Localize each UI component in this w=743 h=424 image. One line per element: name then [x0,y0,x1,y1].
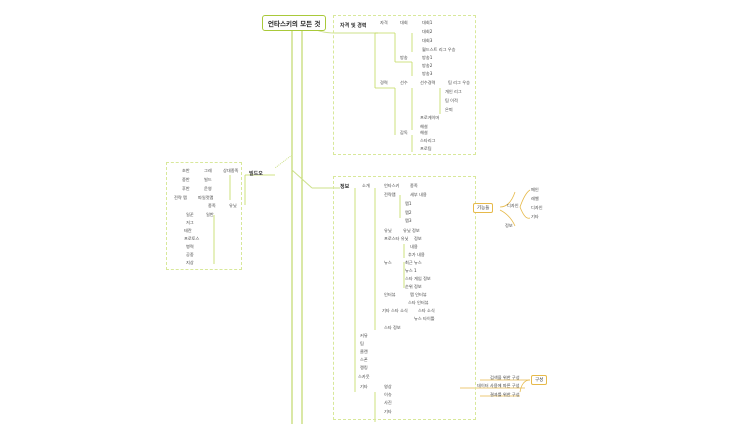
structure-topic[interactable]: 구성 [531,375,548,385]
info-intro[interactable]: 소개 [362,183,370,188]
history-contest-3[interactable]: 대회3 [422,38,433,43]
history-career-item-4[interactable]: 은퇴 [445,107,453,112]
features-info[interactable]: 정보 [505,223,513,228]
info-intro-6a[interactable]: 맵 인터뷰 [410,292,427,297]
build-pair-1b[interactable]: 그레 [204,168,212,173]
build-topic[interactable]: 빌드오 [249,171,263,177]
build-unit-item-4[interactable]: 테란 [184,228,192,233]
info-intro-2b[interactable]: 맵1 [405,201,412,206]
build-unit-race[interactable]: 종족 [208,203,216,208]
features-design[interactable]: 디자인 [507,203,519,208]
info-intro-5c[interactable]: 스타 게임 정보 [405,276,431,281]
history-coach[interactable]: 감독 [400,130,408,135]
history-coach-item-1[interactable]: 해설 [420,130,428,135]
history-qualification[interactable]: 자격 [380,20,388,25]
info-team[interactable]: 팀 [360,341,364,346]
info-intro-5a[interactable]: 최근 뉴스 [405,260,422,265]
info-intro-5[interactable]: 뉴스 [384,260,392,265]
build-boundary [166,162,242,270]
features-topic[interactable]: 기능들 [473,203,494,213]
info-intro-7b[interactable]: 뉴스 타이틀 [414,316,435,321]
build-unit-item-3[interactable]: 저그 [186,220,194,225]
history-coach-item-3[interactable]: 프로팀 [420,146,432,151]
build-pair-4b[interactable]: 파일럿맵 [198,195,214,200]
build-unit-item-6[interactable]: 병력 [186,244,194,249]
info-intro-2[interactable]: 전략맵 [384,192,396,197]
build-unit-item-5[interactable]: 프로토스 [184,236,200,241]
build-pair-3b[interactable]: 운영 [204,186,212,191]
info-intro-5d[interactable]: 순위 정보 [405,284,422,289]
info-intro-4[interactable]: 프로스타 유닛 [384,236,409,241]
build-unit-item-1[interactable]: 일꾼 [186,212,194,217]
info-etc-3[interactable]: 사진 [384,400,392,405]
history-broadcast-2[interactable]: 방송2 [422,63,433,68]
info-boundary [333,176,476,420]
history-player-career[interactable]: 선수경력 [420,80,436,85]
build-unit-item-8[interactable]: 지상 [186,260,194,265]
info-intro-2d[interactable]: 맵3 [405,218,412,223]
build-pair-1a[interactable]: 초반 [182,168,190,173]
info-ranking[interactable]: 랭킹 [360,365,368,370]
info-intro-1[interactable]: 언타스키 [384,183,400,188]
structure-item-2[interactable]: 데이터 사용에 따른 구성 [477,383,520,388]
info-intro-7a[interactable]: 스타 소식 [418,308,435,313]
info-community[interactable]: 커뮤 [360,333,368,338]
features-design-4[interactable]: 기타 [531,214,539,219]
info-intro-5b[interactable]: 뉴스 1 [405,268,417,273]
info-intro-7[interactable]: 기타 스타 소식 [382,308,408,313]
info-clan[interactable]: 클랜 [360,349,368,354]
info-intro-2a[interactable]: 세부 내용 [410,192,427,197]
structure-item-1[interactable]: 검색을 위한 구성 [490,375,520,380]
history-career[interactable]: 경력 [380,80,388,85]
history-career-item-1[interactable]: 팀 리그 우승 [448,80,470,85]
info-intro-3[interactable]: 유닛 [384,228,392,233]
history-player-item-1[interactable]: 프로게이머 [420,115,440,120]
history-boundary [333,15,476,155]
history-broadcast[interactable]: 방송 [400,55,408,60]
info-intro-2c[interactable]: 맵2 [405,210,412,215]
info-intro-6b[interactable]: 스타 인터뷰 [408,300,429,305]
info-intro-8[interactable]: 스타 정보 [384,325,401,330]
info-etc[interactable]: 기타 [360,384,368,389]
history-topic[interactable]: 자격 및 경력 [340,23,367,29]
build-pair-4a[interactable]: 전략 맵 [174,195,187,200]
info-etc-2[interactable]: 이슈 [384,392,392,397]
structure-item-3[interactable]: 결과를 위한 구성 [490,392,520,397]
history-player-item-2[interactable]: 해설 [420,124,428,129]
features-design-2[interactable]: 레벨 [531,196,539,201]
info-intro-4b[interactable]: 내용 [410,244,418,249]
history-career-item-3[interactable]: 팀 이적 [445,98,458,103]
history-contest-2[interactable]: 대회2 [422,29,433,34]
info-intro-1a[interactable]: 종족 [410,183,418,188]
info-scout[interactable]: 스카웃 [358,374,370,379]
build-pair-3a[interactable]: 후반 [182,186,190,191]
history-contest[interactable]: 대회 [400,20,408,25]
info-sponsor[interactable]: 스폰 [360,357,368,362]
info-topic[interactable]: 정보 [340,184,350,190]
history-contest-4[interactable]: 월드스트 리그 우승 [422,47,456,52]
info-etc-1[interactable]: 영상 [384,384,392,389]
build-unit-item-7[interactable]: 공중 [186,252,194,257]
build-unit-item-2[interactable]: 일반 [206,212,214,217]
info-intro-6[interactable]: 인터뷰 [384,292,396,297]
info-intro-3a[interactable]: 유닛 정보 [403,228,420,233]
build-opponent-race[interactable]: 상대종족 [223,168,239,173]
history-broadcast-3[interactable]: 방송3 [422,71,433,76]
build-pair-2a[interactable]: 중반 [182,177,190,182]
info-intro-4a[interactable]: 정보 [414,236,422,241]
features-design-1[interactable]: 메인 [531,187,539,192]
info-intro-4c[interactable]: 추가 내용 [408,252,425,257]
build-unit[interactable]: 유닛 [229,203,237,208]
root-topic[interactable]: 언타스키의 모든 것 [262,15,327,31]
build-pair-2b[interactable]: 빌드 [204,177,212,182]
history-contest-1[interactable]: 대회1 [422,20,433,25]
info-etc-4[interactable]: 기타 [384,409,392,414]
history-broadcast-1[interactable]: 방송1 [422,55,433,60]
features-design-3[interactable]: 디자인 [531,205,543,210]
history-player[interactable]: 선수 [400,80,408,85]
history-coach-item-2[interactable]: 스타리그 [420,138,436,143]
history-career-item-2[interactable]: 개인 리그 [445,89,462,94]
